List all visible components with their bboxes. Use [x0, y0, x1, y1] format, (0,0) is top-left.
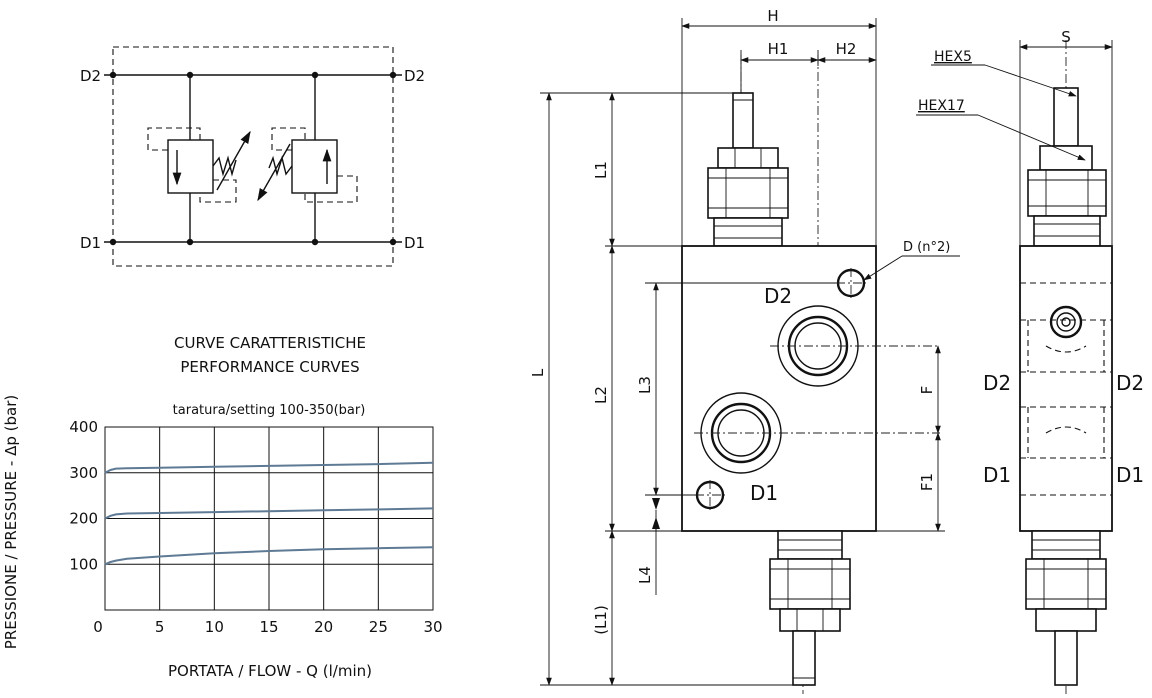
- chart-ticks: 0 5 10 15 20 25 30 100 200 300 400: [69, 418, 442, 636]
- dim-F: F: [918, 386, 936, 395]
- dim-L1: L1: [592, 161, 610, 179]
- port-label-d2-right: D2: [404, 67, 425, 85]
- side-view: S HEX5 HEX17 D2 D2 D1 D1: [916, 28, 1144, 694]
- x-tick-label: 30: [423, 618, 442, 636]
- port-label-D1: D1: [750, 481, 778, 505]
- dim-L4: L4: [636, 566, 654, 584]
- side-label-D1-left: D1: [983, 463, 1011, 487]
- dim-L1-paren: (L1): [592, 605, 610, 635]
- side-label-D2-right: D2: [1116, 371, 1144, 395]
- dim-H: H: [767, 7, 778, 25]
- dim-S: S: [1061, 28, 1071, 46]
- y-tick-label: 200: [69, 510, 98, 528]
- y-tick-label: 400: [69, 418, 98, 436]
- port-label-d1-right: D1: [404, 234, 425, 252]
- dim-F1: F1: [918, 473, 936, 491]
- hex5-label: HEX5: [934, 49, 972, 65]
- curves-title-en: PERFORMANCE CURVES: [180, 358, 359, 376]
- port-label-D2: D2: [764, 284, 792, 308]
- port-label-d2-left: D2: [80, 67, 101, 85]
- dim-L3: L3: [636, 376, 654, 394]
- curves-title-it: CURVE CARATTERISTICHE: [174, 334, 366, 352]
- front-view: H H1 H2 L L1 L2 L3 L4 (L1) F F1 D2 D1 D …: [529, 7, 960, 694]
- x-tick-label: 5: [155, 618, 165, 636]
- chart-series: [104, 461, 434, 566]
- hydraulic-schematic: D2 D2 D1 D1: [80, 46, 425, 267]
- port-label-d1-left: D1: [80, 234, 101, 252]
- y-tick-label: 300: [69, 464, 98, 482]
- chart-xlabel: PORTATA / FLOW - Q (l/min): [168, 662, 372, 680]
- x-tick-label: 15: [259, 618, 278, 636]
- y-tick-label: 100: [69, 555, 98, 573]
- hex17-label: HEX17: [918, 98, 965, 114]
- performance-chart: CURVE CARATTERISTICHE PERFORMANCE CURVES…: [2, 334, 443, 680]
- dim-L2: L2: [592, 386, 610, 404]
- x-tick-label: 25: [369, 618, 388, 636]
- x-tick-label: 10: [205, 618, 224, 636]
- series-line-1: [104, 546, 434, 566]
- series-line-3: [104, 461, 434, 474]
- series-line-2: [104, 507, 434, 520]
- dim-L: L: [529, 368, 547, 377]
- x-tick-label: 0: [93, 618, 103, 636]
- dim-H2: H2: [836, 40, 857, 58]
- chart-ylabel: PRESSIONE / PRESSURE - Δp (bar): [2, 395, 20, 649]
- side-label-D1-right: D1: [1116, 463, 1144, 487]
- dim-H1: H1: [768, 40, 789, 58]
- mount-hole-label: D (n°2): [903, 240, 950, 255]
- side-label-D2-left: D2: [983, 371, 1011, 395]
- chart-grid: [104, 426, 434, 611]
- x-tick-label: 20: [314, 618, 333, 636]
- chart-title: taratura/setting 100-350(bar): [173, 403, 366, 418]
